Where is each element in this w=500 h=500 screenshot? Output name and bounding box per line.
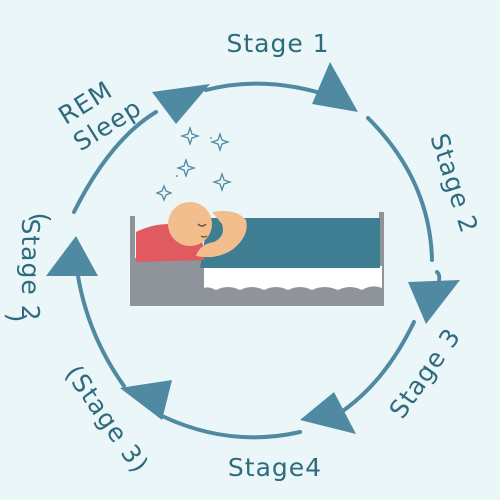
arrowhead-to-rem [152,84,210,124]
label-stage-2: Stage 2 [424,130,483,237]
arc-stage1-to-stage2 [366,116,434,262]
sparkle [175,157,197,179]
closed-eye [197,223,207,227]
arrowhead-to-stage2-return [46,236,98,276]
mouth [200,235,208,238]
sparkle [209,131,231,153]
sparkle-icon [155,125,233,202]
arc-stage2return-to-rem [72,110,158,214]
arrowhead-to-stage3-return [120,380,172,420]
label-stage-2-return-open: ( [26,213,55,224]
mattress [204,266,382,290]
bed-footboard [379,212,384,268]
label-stage-1: Stage 1 [226,29,329,58]
label-stage-4: Stage4 [228,453,322,482]
sleeping-person-icon [130,202,384,306]
label-stage-2-return: Stage 2 [16,218,45,321]
sparkle [211,171,233,193]
label-stage-3-return: (Stage 3) [59,360,154,479]
arm [196,211,247,258]
head [168,202,212,246]
arrowhead-to-stage3 [408,280,460,324]
arrowhead-to-stage1 [312,62,358,112]
sparkle [179,125,201,147]
label-stage-2-return-close: ) [2,313,31,324]
arc-stage4-to-stage3-return [160,414,302,440]
cycle-arrowheads [46,62,460,434]
sparkle [155,184,173,202]
arrowhead-to-stage4 [300,392,356,434]
arc-stage3return-to-stage2return [74,260,126,388]
label-stage-3: Stage 3 [384,323,467,424]
bed-headboard [130,216,135,266]
